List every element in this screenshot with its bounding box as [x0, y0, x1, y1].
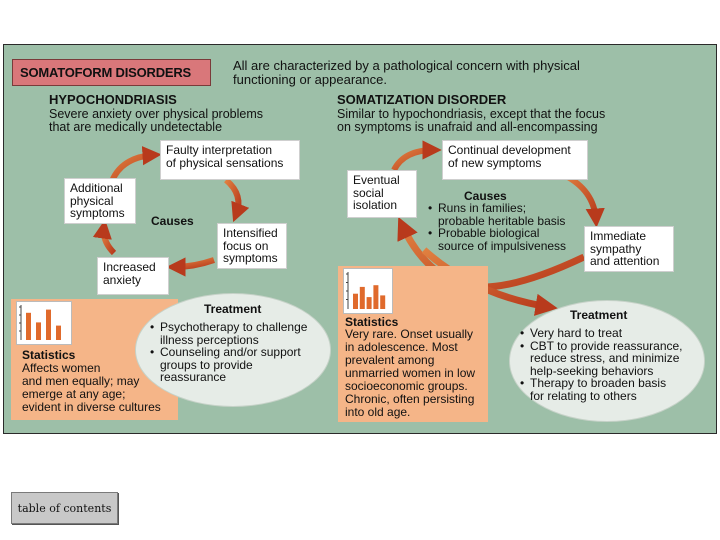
cycle-box-faulty-interpretation: Faulty interpretation of physical sensat… — [160, 140, 300, 180]
somatization-causes-list: Runs in families; probable heritable bas… — [428, 202, 593, 252]
treatment-item: Therapy to broaden basis for relating to… — [520, 377, 702, 402]
title-box: SOMATOFORM DISORDERS — [12, 59, 211, 86]
arrow-isolation-to-continual — [391, 140, 442, 172]
somatization-heading: SOMATIZATION DISORDER — [337, 92, 507, 107]
intro-text: All are characterized by a pathological … — [233, 58, 580, 87]
hypochondriasis-statistics-title: Statistics — [22, 348, 76, 362]
somatization-treatment-title: Treatment — [570, 308, 628, 322]
somatization-causes-title: Causes — [464, 189, 507, 203]
cause-item: Runs in families; probable heritable bas… — [428, 202, 593, 227]
somatization-description: Similar to hypochondriasis, except that … — [337, 107, 606, 134]
bar-chart-bar — [373, 285, 379, 309]
slide: SOMATOFORM DISORDERS All are characteriz… — [0, 42, 720, 436]
bar-chart-bar — [36, 322, 41, 340]
somatization-statistics-title: Statistics — [345, 315, 399, 329]
bar-chart-bar — [359, 286, 365, 309]
somatization-bar-chart-icon — [343, 268, 393, 314]
cycle-box-increased-anxiety: Increased anxiety — [97, 257, 169, 295]
bar-chart-bar — [366, 297, 372, 309]
hypochondriasis-treatment-title: Treatment — [204, 302, 262, 316]
bar-chart-bar — [380, 295, 386, 309]
treatment-item: CBT to provide reassurance, reduce stres… — [520, 339, 702, 378]
bar-chart-bar — [353, 293, 358, 309]
bar-chart-bar — [46, 309, 51, 340]
hypochondriasis-statistics-text: Affects women and men equally; may emerg… — [22, 361, 161, 414]
hypochondriasis-bar-chart-icon — [16, 301, 72, 345]
diagram-panel: SOMATOFORM DISORDERS All are characteriz… — [3, 44, 717, 434]
treatment-item: Counseling and/or support groups to prov… — [150, 346, 330, 384]
bar-chart-bar — [26, 312, 31, 340]
treatment-item: Psychotherapy to challenge illness perce… — [150, 321, 330, 346]
somatization-statistics-text: Very rare. Onset usually in adolescence.… — [345, 327, 476, 419]
cause-item: Probable biological source of impulsiven… — [428, 227, 593, 252]
hypochondriasis-causes-label: Causes — [151, 214, 194, 228]
cycle-box-immediate-sympathy: Immediate sympathy and attention — [584, 226, 674, 272]
treatment-item: Very hard to treat — [520, 327, 702, 340]
hypochondriasis-heading: HYPOCHONDRIASIS — [49, 92, 177, 107]
arrow-faulty-to-intensified — [223, 177, 250, 223]
table-of-contents-button[interactable]: table of contents — [11, 492, 118, 524]
cycle-box-eventual-isolation: Eventual social isolation — [347, 170, 417, 218]
arrow-intensified-to-anxiety — [166, 257, 215, 277]
bar-chart-bar — [56, 325, 61, 340]
hypochondriasis-bar-chart — [19, 305, 61, 340]
cycle-box-intensified-focus: Intensified focus on symptoms — [217, 223, 287, 269]
hypochondriasis-treatment-list: Psychotherapy to challenge illness perce… — [150, 321, 330, 384]
hypochondriasis-description: Severe anxiety over physical problems th… — [49, 107, 263, 134]
somatization-bar-chart — [346, 272, 386, 309]
cycle-box-additional-symptoms: Additional physical symptoms — [64, 178, 136, 224]
cycle-box-continual-development: Continual development of new symptoms — [442, 140, 588, 180]
arrow-anxiety-to-additional — [92, 219, 117, 256]
arrow-additional-to-faulty — [109, 146, 162, 183]
somatization-treatment-list: Very hard to treat CBT to provide reassu… — [520, 327, 702, 402]
